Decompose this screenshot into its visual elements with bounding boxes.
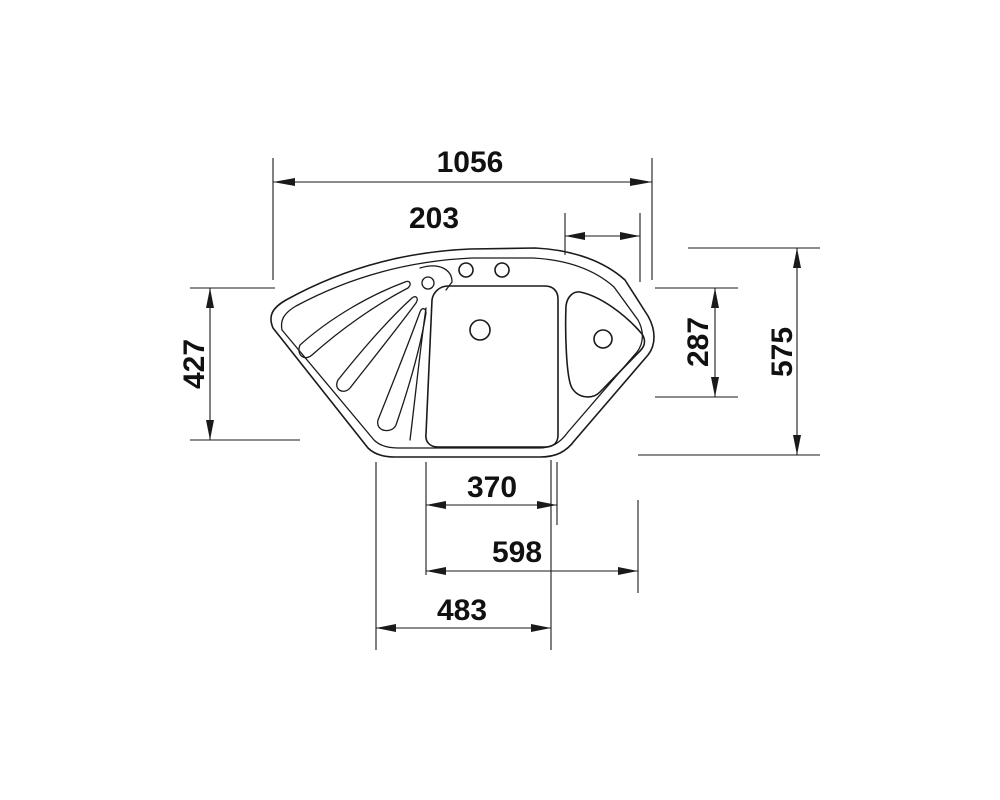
dim-overall-depth: 575 bbox=[638, 247, 820, 456]
drainer-waste-hole bbox=[421, 276, 435, 290]
sink-inner-rim bbox=[280, 257, 644, 449]
dim-left-height: 427 bbox=[178, 287, 300, 441]
drainer-rib-3 bbox=[377, 308, 427, 432]
tap-hole-right bbox=[494, 262, 510, 278]
dim-tap-offset: 203 bbox=[409, 202, 641, 282]
drainer-bowl-lip bbox=[419, 265, 453, 291]
dim-drainer-width-label: 483 bbox=[437, 594, 487, 627]
dim-overall-width: 1056 bbox=[272, 146, 653, 280]
small-bowl-outline bbox=[564, 291, 646, 398]
drainer-rib-1 bbox=[298, 280, 411, 359]
dim-small-bowl-height: 287 bbox=[655, 287, 738, 398]
main-bowl-drain bbox=[469, 319, 491, 341]
dim-cabinet-width-label: 598 bbox=[492, 536, 542, 569]
main-bowl bbox=[425, 285, 559, 448]
dim-drainer-width: 483 bbox=[375, 460, 552, 650]
dim-main-bowl-width-label: 370 bbox=[467, 471, 517, 504]
small-bowl-drain bbox=[593, 329, 613, 349]
tap-hole-left bbox=[458, 262, 474, 278]
dim-cabinet-width: 598 bbox=[426, 500, 639, 593]
dim-tap-offset-label: 203 bbox=[409, 202, 459, 235]
dim-left-height-label: 427 bbox=[178, 339, 211, 389]
small-bowl bbox=[564, 291, 646, 398]
sink-outer-rim bbox=[270, 247, 655, 458]
tap-holes bbox=[458, 262, 510, 278]
dim-overall-width-label: 1056 bbox=[437, 146, 504, 179]
corner-sink-outline bbox=[270, 247, 655, 458]
drainer-rib-2 bbox=[336, 296, 418, 392]
drainer-rib-4 bbox=[409, 307, 427, 441]
drainer-area bbox=[298, 265, 453, 441]
dim-main-bowl-width: 370 bbox=[425, 462, 558, 575]
dim-overall-depth-label: 575 bbox=[766, 327, 799, 377]
dim-small-bowl-height-label: 287 bbox=[682, 317, 715, 367]
main-bowl-outline bbox=[425, 285, 559, 448]
